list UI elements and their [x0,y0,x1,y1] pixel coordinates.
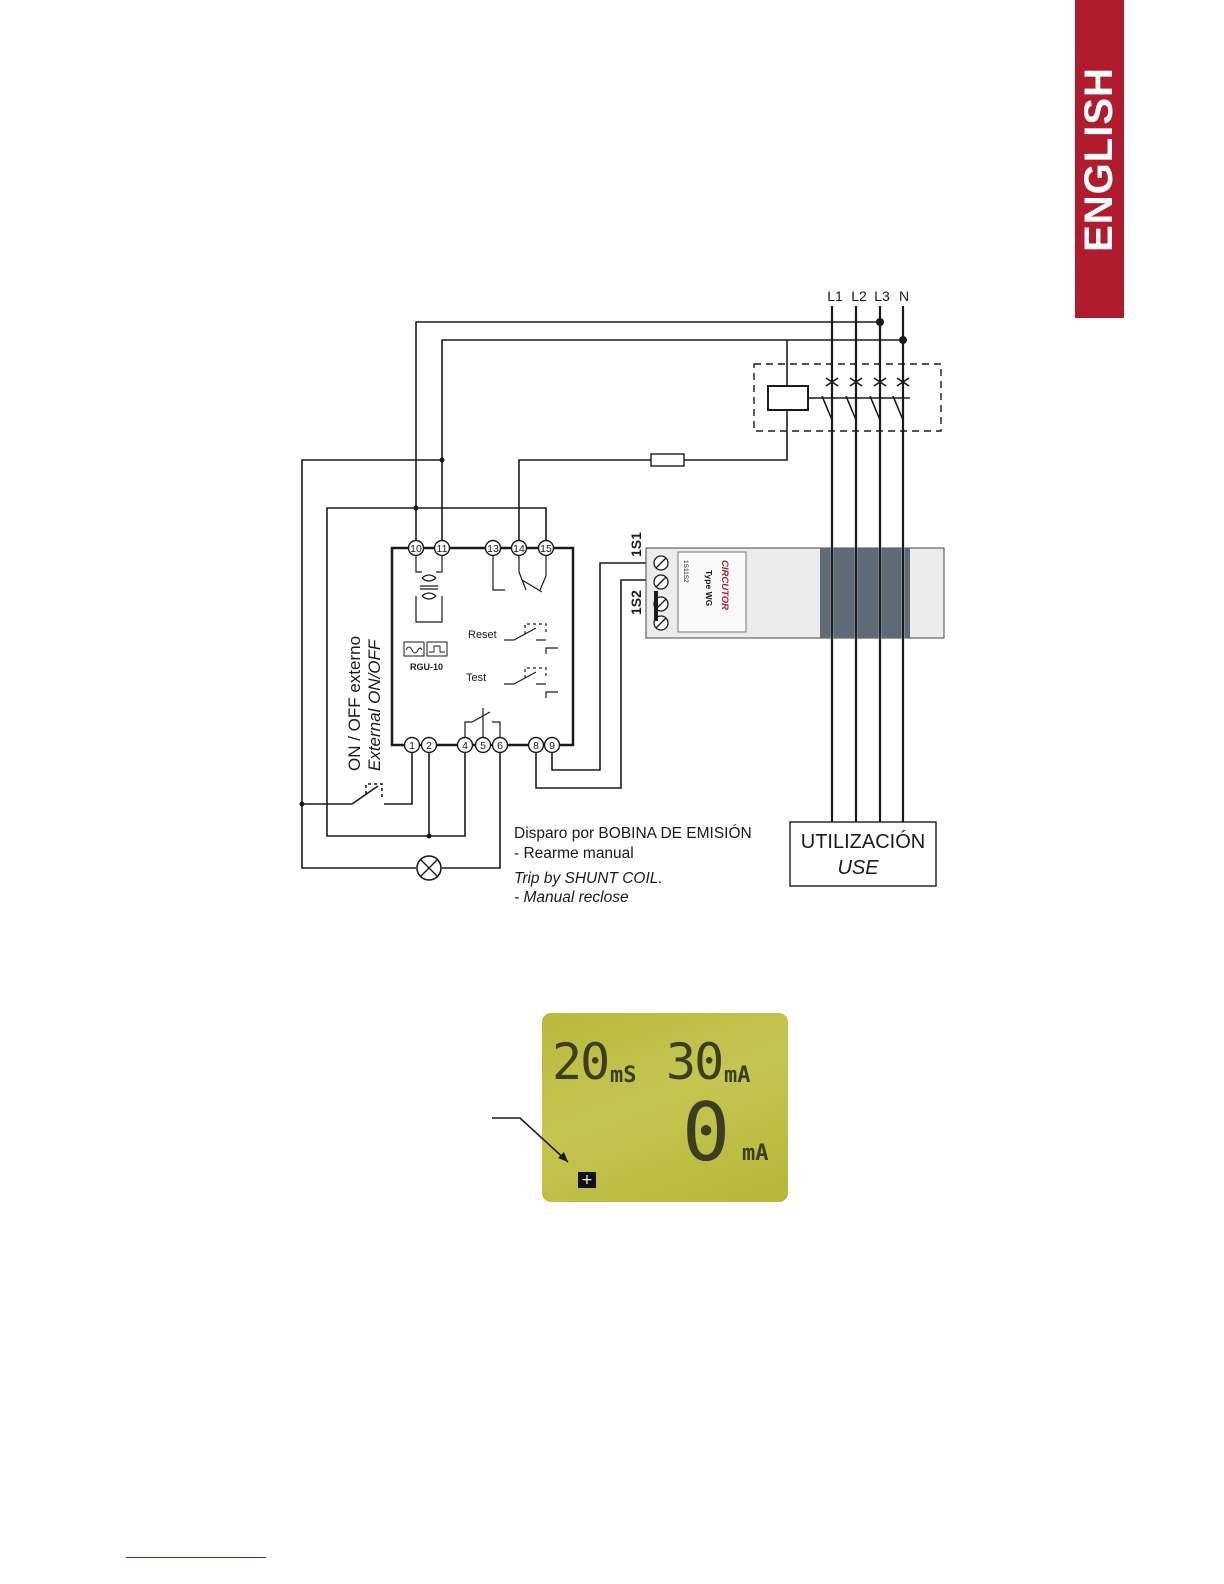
phase-label-n: N [899,288,909,304]
breaker-contacts [822,378,909,420]
transformer-type: Type WG [704,570,714,607]
waveform-icon [404,642,424,656]
terminal-13: 13 [487,543,499,555]
wire-fuse-to-14 [519,460,651,540]
wiring-diagram: 10 11 13 14 15 1 2 4 5 6 8 9 [0,0,1224,1000]
lcd-display: 20 mS 30 mA 0 mA + [542,1013,788,1202]
test-label: Test [466,672,486,684]
transformer-pins: 1S11S2 [682,560,689,583]
terminal-10: 10 [410,543,422,555]
device-name: RGU-10 [410,662,443,672]
terminal-6: 6 [497,740,503,752]
transformer-1s2: 1S2 [628,590,644,615]
transformer-brand: CIRCUTOR [719,560,730,610]
lcd-current-value: 0 [682,1093,730,1173]
load-label-es: UTILIZACIÓN [801,830,925,853]
terminal-5: 5 [480,740,486,752]
terminal-8: 8 [533,740,539,752]
lamp-icon [417,856,441,880]
terminal-4: 4 [462,740,468,752]
lcd-time-value: 20 [552,1037,608,1087]
footer-rule [126,1557,266,1558]
wire-lamp-to-6 [442,752,500,868]
ext-switch-label-es: ON / OFF externo [345,636,364,771]
shunt-coil [768,386,808,410]
phase-label-l2: L2 [851,288,867,304]
terminal-2: 2 [426,740,432,752]
transformer-1s1: 1S1 [628,532,644,557]
terminal-9: 9 [549,740,555,752]
wire-coil-bottom [684,410,787,460]
lcd-plus-indicator: + [578,1172,596,1188]
load-label-en: USE [837,857,879,879]
lcd-sens-unit: mA [724,1065,751,1087]
terminal-14: 14 [513,543,525,555]
ext-switch-bracket [366,784,382,798]
wire-11-to-n [442,340,903,540]
lcd-time-unit: mS [610,1065,637,1087]
wire-switch-2 [384,752,412,804]
phase-label-l1: L1 [827,288,843,304]
lcd-sens-value: 30 [666,1037,722,1087]
phase-label-l3: L3 [874,288,890,304]
fuse [651,454,684,466]
trip-note-en-1: Trip by SHUNT COIL. [514,870,663,887]
reset-label: Reset [468,629,497,641]
ext-switch-label-en: External ON/OFF [365,638,384,771]
trip-note-es-2: - Rearme manual [514,845,634,862]
ext-switch-blade [352,786,378,804]
terminal-11: 11 [437,543,448,555]
lcd-pointer-arrow [480,1110,590,1170]
trip-note-es-1: Disparo por BOBINA DE EMISIÓN [514,825,752,842]
lcd-current-unit: mA [742,1143,769,1165]
trip-note-en-2: - Manual reclose [514,889,629,906]
pulse-icon [427,642,447,656]
terminal-1: 1 [409,740,415,752]
terminal-15: 15 [540,543,552,555]
